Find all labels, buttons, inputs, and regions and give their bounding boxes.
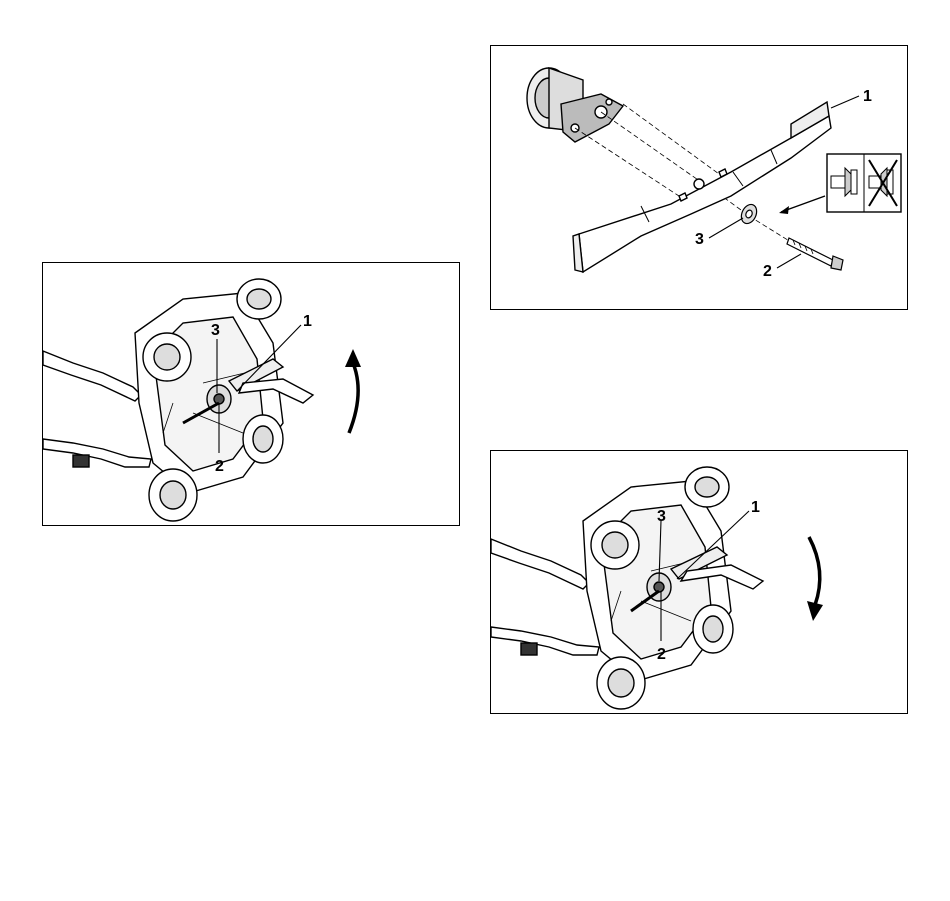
blade-hub-adapter [527, 68, 623, 142]
callout-3: 3 [657, 508, 666, 525]
mower-deck [583, 481, 763, 681]
blade-tighten-figure: 1 3 2 [490, 450, 908, 714]
callout-3: 3 [211, 322, 220, 339]
blade-exploded-view-figure: 1 3 2 [490, 45, 908, 310]
callout-3: 3 [695, 231, 704, 248]
curved-arrow-down-icon [807, 537, 823, 621]
callout-2: 2 [657, 646, 666, 663]
callout-2: 2 [763, 263, 772, 280]
callout-2: 2 [215, 458, 224, 475]
curved-arrow-up-icon [345, 349, 361, 433]
blade-exploded-view-drawing: 1 3 2 [491, 46, 908, 310]
blade-bolt [787, 238, 843, 270]
washer-orientation-icon [779, 154, 901, 214]
mower-handle [491, 539, 599, 655]
callout-1: 1 [751, 499, 760, 516]
mower-handle [43, 351, 151, 467]
mower-deck [135, 293, 313, 493]
blade-tighten-drawing: 1 3 2 [491, 451, 908, 714]
callout-1: 1 [863, 88, 872, 105]
blade-loosen-drawing: 1 3 2 [43, 263, 460, 526]
callout-1: 1 [303, 313, 312, 330]
blade-loosen-figure: 1 3 2 [42, 262, 460, 526]
washer [738, 202, 759, 226]
